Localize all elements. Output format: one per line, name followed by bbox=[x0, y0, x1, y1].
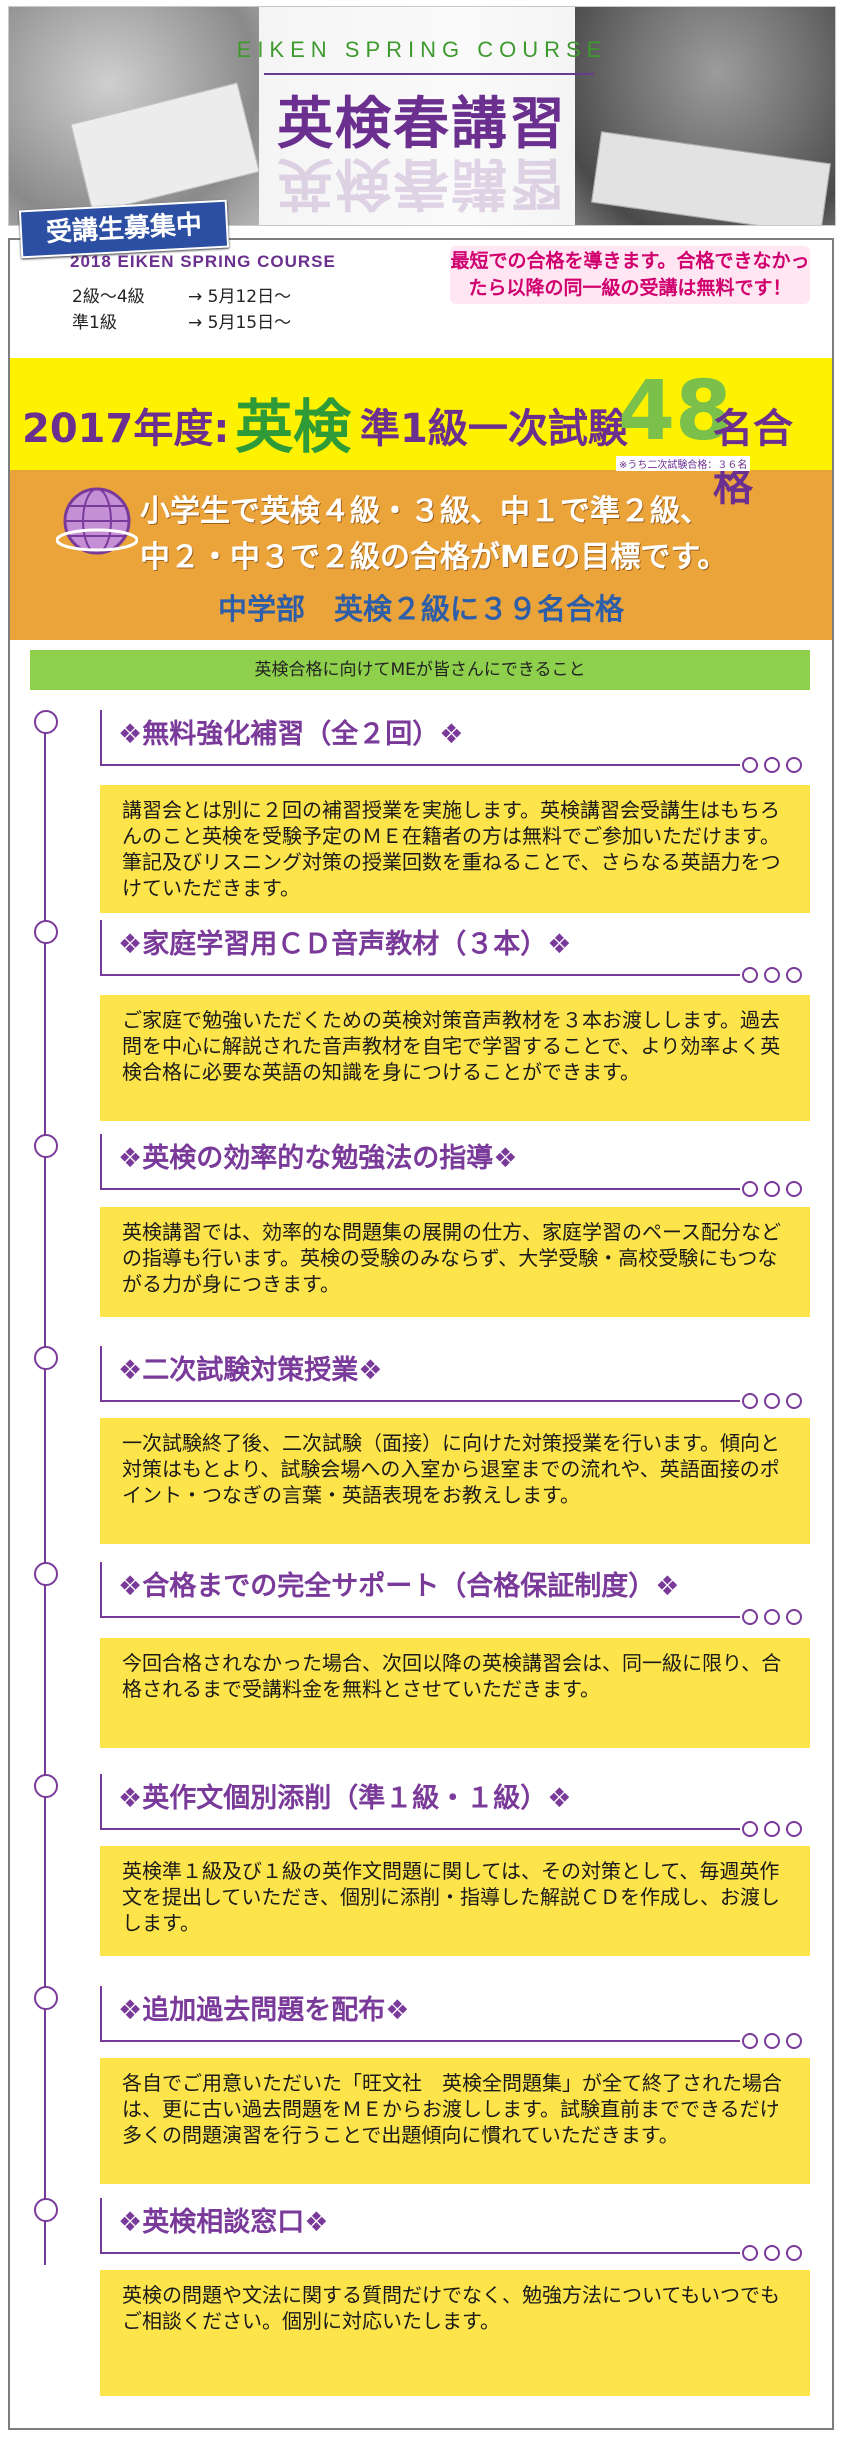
results-grade: 準1級一次試験 bbox=[360, 406, 628, 452]
results-highlight: 2017年度: 英検 準1級一次試験 48 名合格 ※うち二次試験合格：３６名 bbox=[10, 358, 832, 510]
section-banner: 英検合格に向けてMEが皆さんにできること bbox=[30, 650, 810, 690]
section-underline bbox=[100, 974, 740, 976]
timeline-node bbox=[34, 1134, 58, 1158]
timeline-node bbox=[34, 1986, 58, 2010]
section-connector bbox=[100, 1346, 102, 1402]
results-year: 2017年度: bbox=[22, 406, 230, 452]
guarantee-promo: 最短での合格を導きます。合格できなかったら以降の同一級の受講は無料です！ bbox=[450, 246, 810, 304]
results-count: 48 bbox=[618, 364, 733, 459]
globe-icon bbox=[56, 487, 138, 555]
schedule-grade-2: 準1級 bbox=[72, 313, 117, 333]
header-banner: EIKEN SPRING COURSE 英検春講習 英検春講習 bbox=[8, 6, 836, 226]
schedule-date-2: → 5月15日～ bbox=[188, 313, 292, 333]
section-body: 英検講習では、効率的な問題集の展開の仕方、家庭学習のペース配分などの指導も行いま… bbox=[100, 1207, 810, 1317]
section-body: 一次試験終了後、二次試験（面接）に向けた対策授業を行います。傾向と対策はもとより… bbox=[100, 1418, 810, 1544]
results-pass-label: 名合格 bbox=[713, 406, 793, 510]
section-body: ご家庭で勉強いただくための英検対策音声教材を３本お渡しします。過去問を中心に解説… bbox=[100, 995, 810, 1121]
timeline-node bbox=[34, 1774, 58, 1798]
section-title: ❖追加過去問題を配布❖ bbox=[118, 1995, 410, 2026]
section-underline bbox=[100, 2252, 740, 2254]
goal-text-2: 中２・中３で２級の合格がMEの目標です。 bbox=[140, 540, 728, 575]
course-info: 2018 EIKEN SPRING COURSE 2級～4級 → 5月12日～ … bbox=[10, 240, 832, 358]
decorative-dots bbox=[740, 1609, 810, 1625]
section-title: ❖英検相談窓口❖ bbox=[118, 2207, 329, 2238]
timeline-node bbox=[34, 1562, 58, 1586]
section-connector bbox=[100, 1986, 102, 2042]
schedule-grade-1: 2級～4級 bbox=[72, 287, 145, 307]
section-underline bbox=[100, 1828, 740, 1830]
section-connector bbox=[100, 1774, 102, 1830]
student-photo-left bbox=[9, 7, 260, 225]
section-body: 講習会とは別に２回の補習授業を実施します。英検講習会受講生はもちろんのこと英検を… bbox=[100, 785, 810, 913]
timeline-node bbox=[34, 2198, 58, 2222]
section-connector bbox=[100, 1134, 102, 1190]
results-eiken: 英検 bbox=[235, 393, 352, 461]
decorative-dots bbox=[740, 757, 810, 773]
section-title: ❖家庭学習用ＣＤ音声教材（３本）❖ bbox=[118, 929, 572, 960]
student-photo-right bbox=[575, 7, 835, 225]
section-connector bbox=[100, 920, 102, 976]
section-body: 英検の問題や文法に関する質問だけでなく、勉強方法についてもいつでもご相談ください… bbox=[100, 2270, 810, 2396]
section-underline bbox=[100, 764, 740, 766]
results-note: ※うち二次試験合格：３６名 bbox=[616, 456, 751, 471]
decorative-dots bbox=[740, 1181, 810, 1197]
junior-high-results: 中学部 英検２級に３９名合格 bbox=[217, 592, 624, 626]
decorative-dots bbox=[740, 1821, 810, 1837]
decorative-dots bbox=[740, 2033, 810, 2049]
timeline-node bbox=[34, 1346, 58, 1370]
section-underline bbox=[100, 1616, 740, 1618]
section-connector bbox=[100, 2198, 102, 2254]
section-title: ❖英検の効率的な勉強法の指導❖ bbox=[118, 1143, 518, 1174]
title-divider bbox=[264, 73, 594, 75]
decorative-dots bbox=[740, 967, 810, 983]
decorative-dots bbox=[740, 1393, 810, 1409]
section-connector bbox=[100, 1562, 102, 1618]
decorative-dots bbox=[740, 2245, 810, 2261]
timeline-line bbox=[44, 715, 46, 2265]
page-title: 英検春講習 bbox=[277, 92, 567, 157]
section-underline bbox=[100, 2040, 740, 2042]
section-underline bbox=[100, 1188, 740, 1190]
section-title: ❖合格までの完全サポート（合格保証制度）❖ bbox=[118, 1571, 680, 1602]
section-body: 各自でご用意いただいた「旺文社 英検全問題集」が全て終了された場合は、更に古い過… bbox=[100, 2058, 810, 2184]
course-year-label: 2018 EIKEN SPRING COURSE bbox=[70, 252, 336, 271]
schedule-date-1: → 5月12日～ bbox=[188, 287, 292, 307]
content-frame bbox=[8, 238, 834, 2430]
section-connector bbox=[100, 710, 102, 766]
timeline-node bbox=[34, 710, 58, 734]
section-underline bbox=[100, 1400, 740, 1402]
course-subtitle: EIKEN SPRING COURSE bbox=[236, 37, 608, 62]
section-title: ❖英作文個別添削（準１級・１級）❖ bbox=[118, 1783, 572, 1814]
results-panel: 2017年度: 英検 準1級一次試験 48 名合格 ※うち二次試験合格：３６名 … bbox=[10, 358, 832, 640]
section-body: 今回合格されなかった場合、次回以降の英検講習会は、同一級に限り、合格されるまで受… bbox=[100, 1638, 810, 1748]
section-title: ❖無料強化補習（全２回）❖ bbox=[118, 719, 464, 750]
section-body: 英検準１級及び１級の英作文問題に関しては、その対策として、毎週英作文を提出してい… bbox=[100, 1846, 810, 1956]
section-title: ❖二次試験対策授業❖ bbox=[118, 1355, 383, 1386]
goal-text-1: 小学生で英検４級・３級、中１で準２級、 bbox=[140, 494, 710, 529]
timeline-node bbox=[34, 920, 58, 944]
